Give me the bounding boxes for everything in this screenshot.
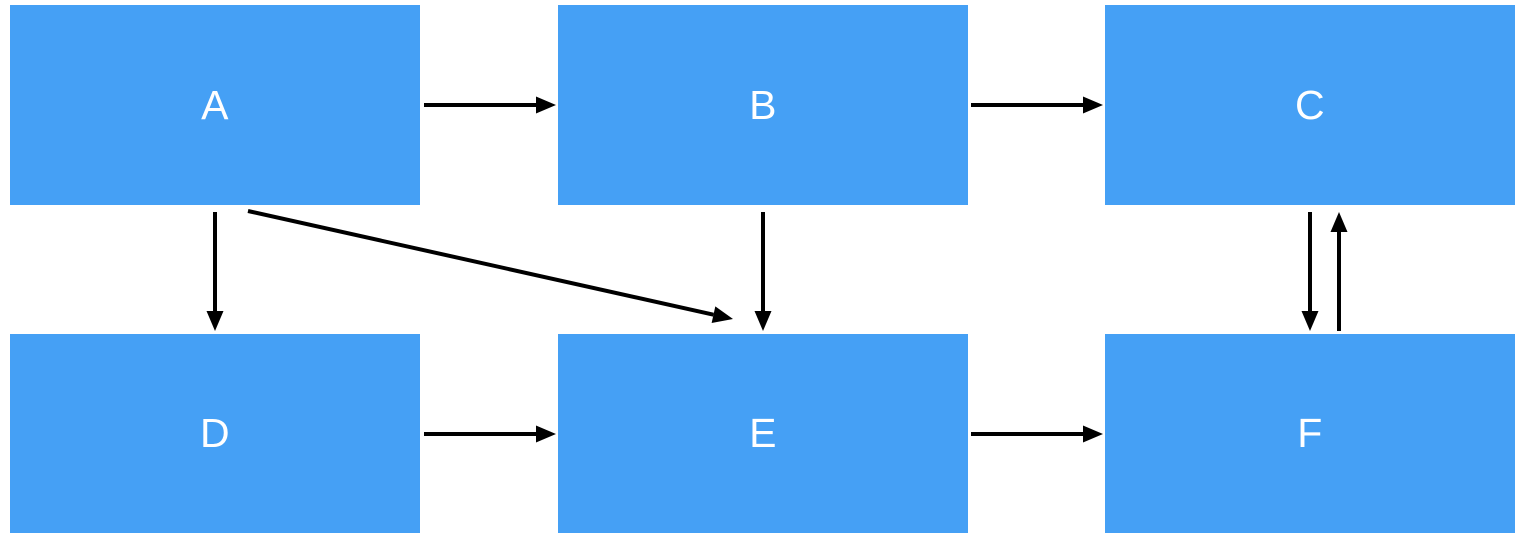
- node-d[interactable]: D: [10, 334, 420, 533]
- edge-a-to-e: [247, 209, 714, 317]
- node-c-label: C: [1294, 81, 1326, 128]
- node-e-label: E: [749, 410, 777, 456]
- arrowhead-f-to-c: [1330, 212, 1348, 232]
- arrowhead-e-to-f: [1083, 425, 1103, 443]
- node-a-label: A: [201, 81, 229, 128]
- node-f[interactable]: F: [1105, 334, 1515, 533]
- arrowhead-c-to-f: [1301, 311, 1319, 331]
- arrowhead-d-to-e: [536, 425, 556, 443]
- node-a[interactable]: A: [10, 5, 420, 205]
- arrowhead-b-to-c: [1083, 96, 1103, 114]
- node-d-label: D: [199, 410, 231, 456]
- arrowhead-a-to-b: [536, 96, 556, 114]
- node-f-label: F: [1297, 410, 1323, 456]
- node-e[interactable]: E: [558, 334, 968, 533]
- arrowhead-a-to-e: [711, 306, 733, 323]
- arrowhead-a-to-d: [206, 311, 224, 331]
- node-b-label: B: [749, 81, 777, 128]
- node-b[interactable]: B: [558, 5, 968, 205]
- arrowhead-b-to-e: [754, 311, 772, 331]
- node-c[interactable]: C: [1105, 5, 1515, 205]
